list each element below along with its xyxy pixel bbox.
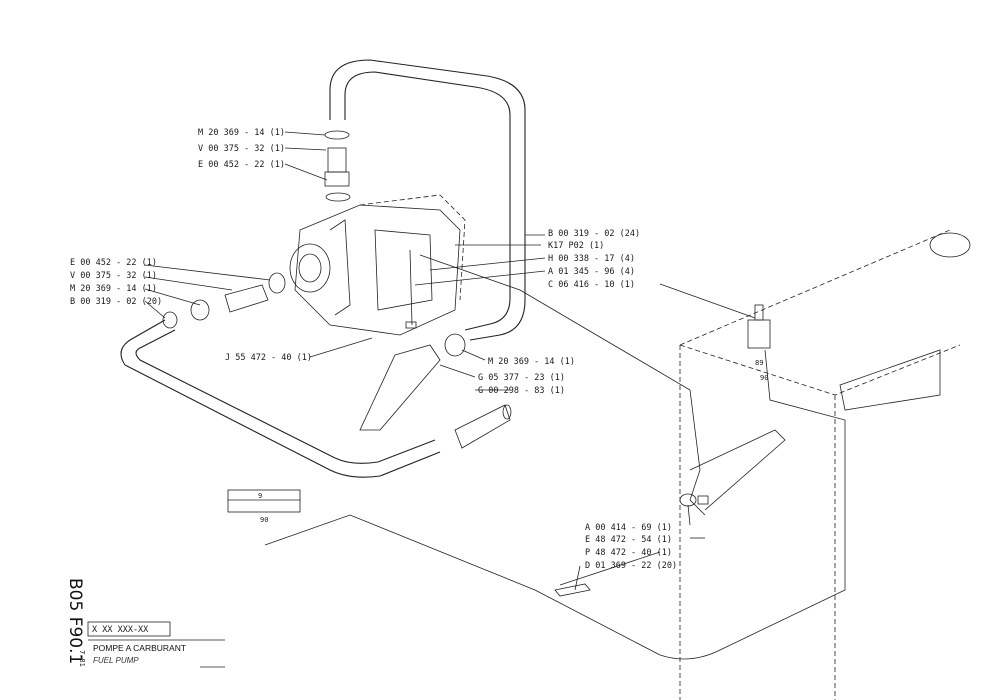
- label-h00338: H 00 338 - 17 (4): [548, 254, 635, 264]
- label-m20369-mid: M 20 369 - 14 (1): [70, 284, 157, 294]
- svg-text:90: 90: [760, 374, 768, 382]
- label-e00452-mid: E 00 452 - 22 (1): [70, 258, 157, 268]
- label-d01369: D 01 369 - 22 (20): [585, 561, 677, 571]
- title-english: FUEL PUMP: [93, 656, 139, 665]
- fuel-line-main: [419, 254, 706, 516]
- fuel-line-return: [689, 429, 786, 511]
- switch-component: 89 90: [747, 304, 771, 382]
- tank-outline: [679, 229, 971, 700]
- bottom-connector: [554, 493, 709, 597]
- label-k17: K17 P02 (1): [548, 241, 604, 251]
- label-v00375-mid: V 00 375 - 32 (1): [70, 271, 157, 281]
- label-b00319-mid: B 00 319 - 02 (20): [70, 297, 162, 307]
- label-c06416: C 06 416 - 10 (1): [548, 280, 635, 290]
- label-j55472: J 55 472 - 40 (1): [225, 353, 312, 363]
- label-m20369-right: M 20 369 - 14 (1): [488, 357, 575, 367]
- left-fittings: [162, 272, 286, 329]
- label-p48472: P 48 472 - 40 (1): [585, 548, 672, 558]
- svg-text:90: 90: [260, 516, 268, 524]
- label-e48472: E 48 472 - 54 (1): [585, 535, 672, 545]
- svg-text:89: 89: [755, 359, 763, 367]
- label-v00375-top: V 00 375 - 32 (1): [198, 144, 285, 154]
- fuel-line-bottom: [264, 349, 846, 660]
- svg-text:9: 9: [258, 492, 262, 500]
- connector-box: 9 90: [227, 489, 301, 524]
- label-m20369-top: M 20 369 - 14 (1): [198, 128, 285, 138]
- label-a01345: A 01 345 - 96 (4): [548, 267, 635, 277]
- part-number-box: X XX XXX-XX: [92, 625, 149, 635]
- label-a00414: A 00 414 - 69 (1): [585, 523, 672, 533]
- label-g05377: G 05 377 - 23 (1): [478, 373, 565, 383]
- title-french: POMPE A CARBURANT: [93, 643, 186, 653]
- label-e00452-top: E 00 452 - 22 (1): [198, 160, 285, 170]
- top-fittings: [324, 130, 351, 202]
- label-g00298: G 00 298 - 83 (1): [478, 386, 565, 396]
- fuel-pump: [289, 194, 466, 336]
- leader-lines: [144, 131, 756, 591]
- label-b00319-24: B 00 319 - 02 (24): [548, 229, 640, 239]
- title-block: B05 F90.1 X XX XXX-XX 7-81 POMPE A CARBU…: [65, 578, 225, 668]
- labels: M 20 369 - 14 (1) V 00 375 - 32 (1) E 00…: [70, 128, 677, 571]
- upper-hose: [329, 59, 526, 341]
- date-label: 7-81: [78, 650, 86, 667]
- document-code: B05 F90.1: [65, 578, 85, 664]
- lower-hose: [120, 319, 441, 478]
- nozzle-and-filter: [359, 333, 512, 449]
